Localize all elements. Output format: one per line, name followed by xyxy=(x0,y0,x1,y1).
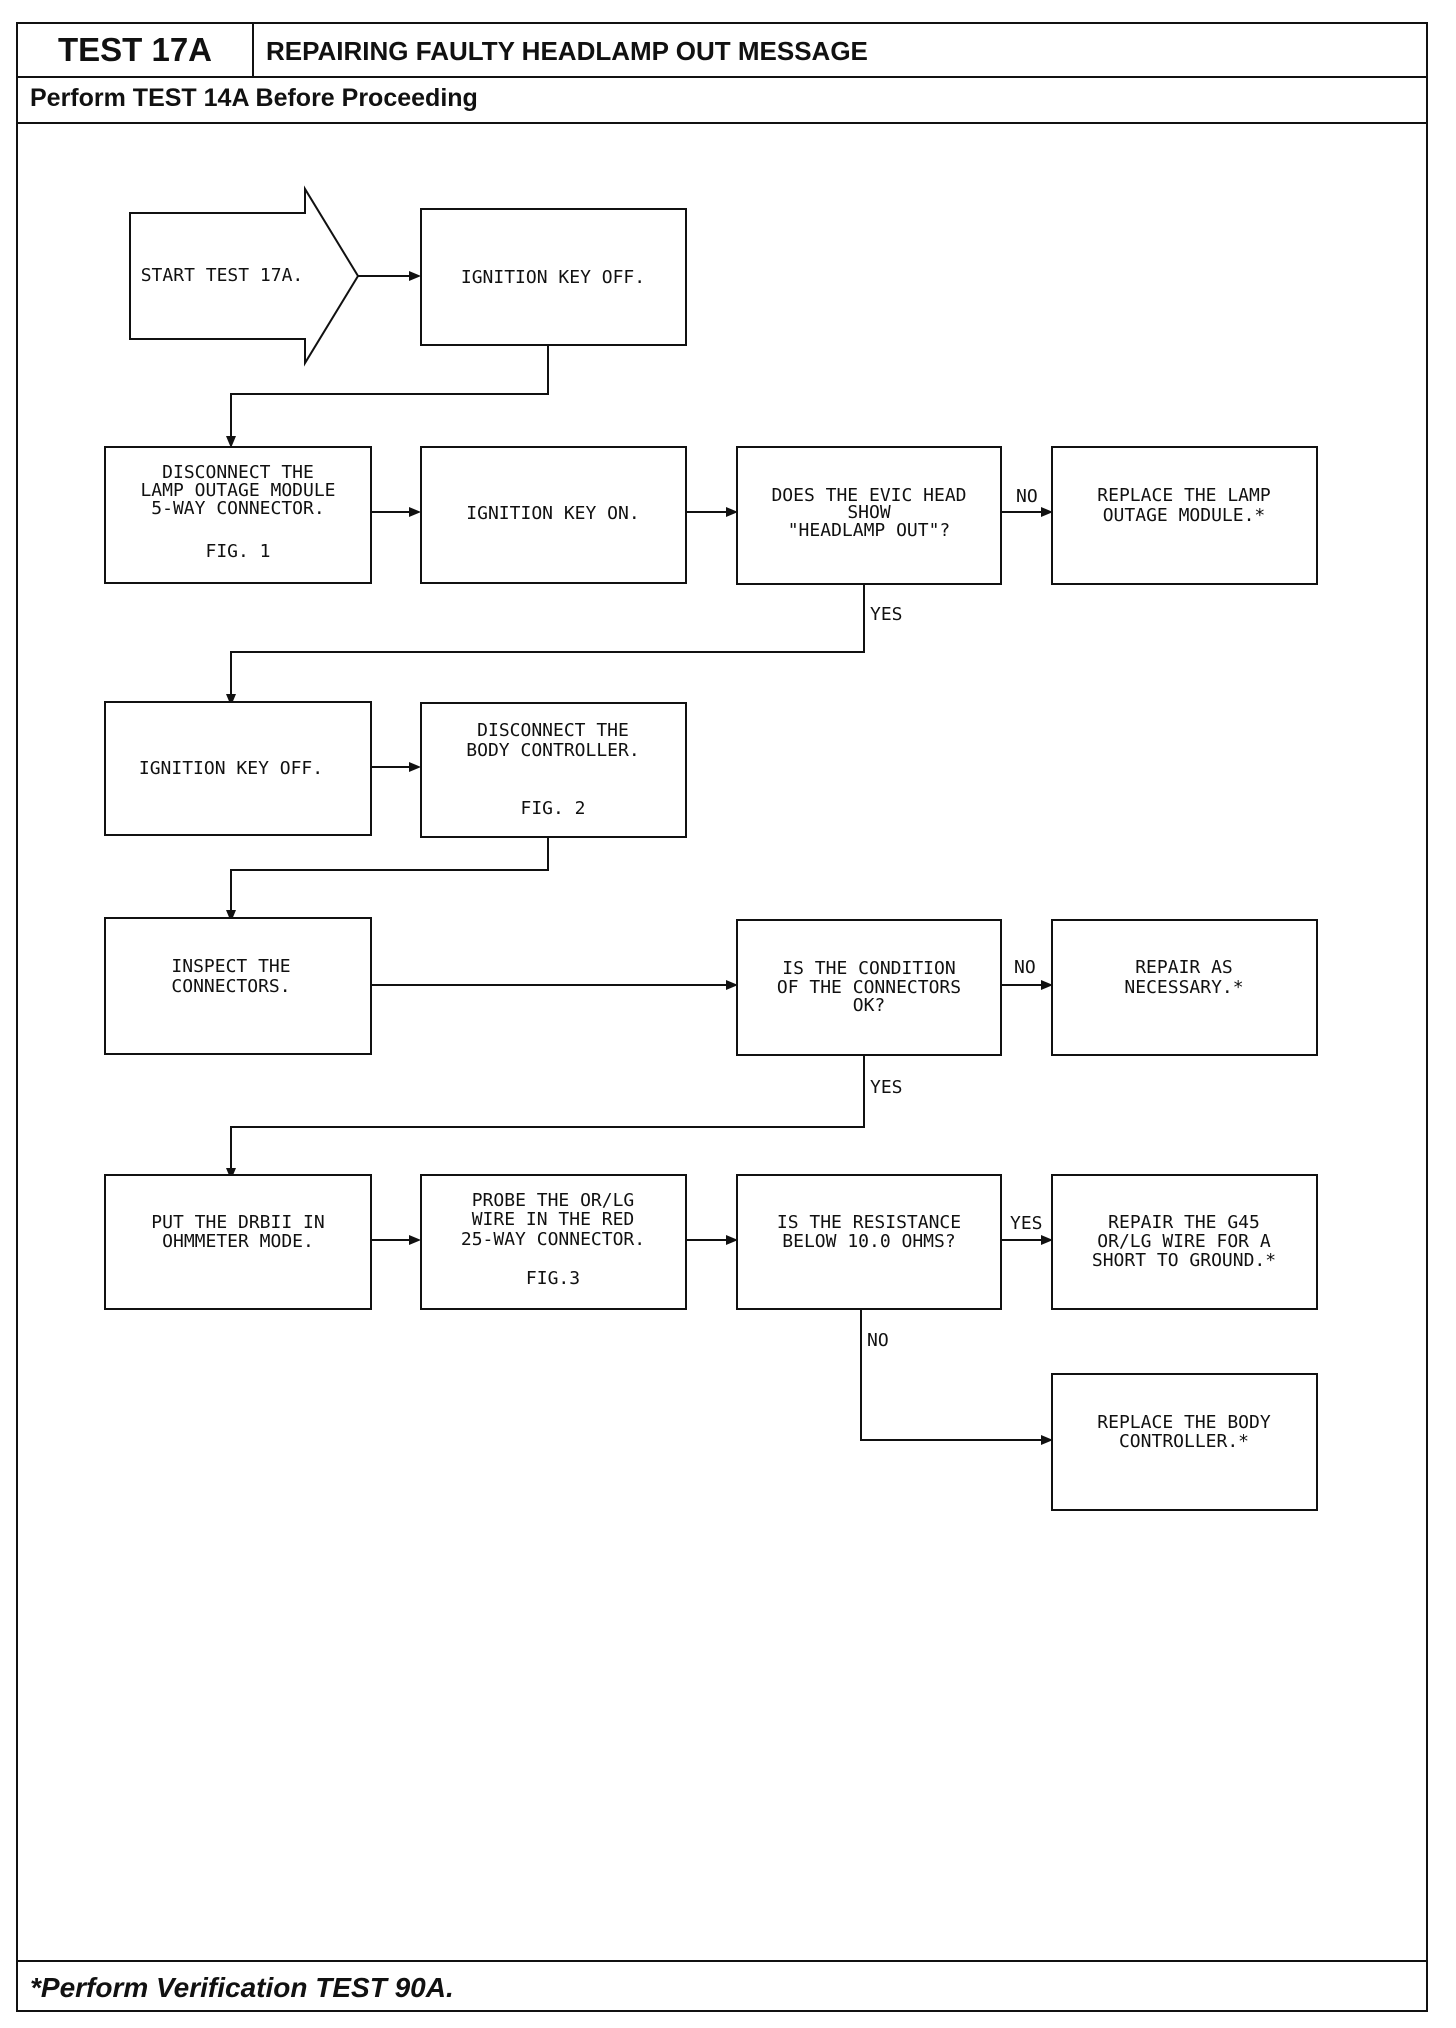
action-replace-body-controller xyxy=(1051,1373,1318,1511)
action-text: REPAIR THE G45 xyxy=(1108,1212,1260,1233)
subtitle-divider xyxy=(18,122,1426,124)
action-text: SHORT TO GROUND.* xyxy=(1092,1250,1276,1271)
decision-connector-condition xyxy=(736,919,1002,1056)
decision-text: IS THE CONDITION xyxy=(782,958,955,979)
step-text: IGNITION KEY OFF. xyxy=(461,267,645,288)
step-text: BODY CONTROLLER. xyxy=(466,740,639,761)
step-text: 5-WAY CONNECTOR. xyxy=(151,498,324,519)
verification-note: *Perform Verification TEST 90A. xyxy=(30,1972,454,2003)
arrowheads xyxy=(226,271,1053,1445)
step-text: INSPECT THE xyxy=(171,956,290,977)
yes-label: YES xyxy=(870,1077,903,1098)
decision-text: OF THE CONNECTORS xyxy=(777,977,961,998)
figure-ref: FIG.3 xyxy=(526,1268,580,1289)
decision-text: OK? xyxy=(853,995,886,1016)
step-text: DISCONNECT THE xyxy=(162,462,314,483)
yes-label: YES xyxy=(1010,1213,1043,1234)
connector-lines xyxy=(230,275,1045,1441)
step-disconnect-body-controller xyxy=(420,702,687,838)
yes-label: YES xyxy=(870,604,903,625)
step-ignition-key-on xyxy=(420,446,687,584)
step-text: PUT THE DRBII IN xyxy=(151,1212,324,1233)
step-text: WIRE IN THE RED xyxy=(472,1209,635,1230)
action-repair-g45-wire xyxy=(1051,1174,1318,1310)
action-text: CONTROLLER.* xyxy=(1119,1431,1249,1452)
action-repair-as-necessary xyxy=(1051,919,1318,1056)
action-text: OUTAGE MODULE.* xyxy=(1103,505,1266,526)
action-text: OR/LG WIRE FOR A xyxy=(1097,1231,1271,1252)
action-text: REPLACE THE LAMP xyxy=(1097,485,1271,506)
step-drbii-ohmmeter-mode xyxy=(104,1174,372,1310)
action-text: REPAIR AS xyxy=(1135,957,1233,978)
start-text: START TEST 17A. xyxy=(141,265,304,286)
step-inspect-connectors xyxy=(104,917,372,1055)
step-text: IGNITION KEY OFF. xyxy=(139,758,323,779)
action-text: REPLACE THE BODY xyxy=(1097,1412,1271,1433)
decision-resistance-below-10-ohms xyxy=(736,1174,1002,1310)
prerequisite-note: Perform TEST 14A Before Proceeding xyxy=(30,84,478,112)
step-text: 25-WAY CONNECTOR. xyxy=(461,1229,645,1250)
decision-text: DOES THE EVIC HEAD xyxy=(771,485,966,506)
decision-text: "HEADLAMP OUT"? xyxy=(788,520,951,541)
step-text: OHMMETER MODE. xyxy=(162,1231,314,1252)
figure-ref: FIG. 2 xyxy=(520,798,585,819)
start-arrow-shape xyxy=(129,185,360,367)
no-label: NO xyxy=(1014,957,1036,978)
step-disconnect-lamp-outage-module xyxy=(104,446,372,584)
no-label: NO xyxy=(1016,486,1038,507)
step-text: CONNECTORS. xyxy=(171,976,290,997)
step-text: IGNITION KEY ON. xyxy=(466,503,639,524)
test-id: TEST 17A xyxy=(18,24,254,76)
decision-text: SHOW xyxy=(847,502,891,523)
header-divider xyxy=(18,76,1426,78)
footer-divider xyxy=(18,1960,1426,1962)
decision-text: IS THE RESISTANCE xyxy=(777,1212,961,1233)
action-replace-lamp-outage-module xyxy=(1051,446,1318,585)
decision-evic-headlamp-out xyxy=(736,446,1002,585)
page-title: REPAIRING FAULTY HEADLAMP OUT MESSAGE xyxy=(266,36,868,66)
step-ignition-key-off-1 xyxy=(420,208,687,346)
step-probe-or-lg-wire xyxy=(420,1174,687,1310)
page-frame xyxy=(16,22,1428,2012)
step-text: PROBE THE OR/LG xyxy=(472,1190,635,1211)
decision-text: BELOW 10.0 OHMS? xyxy=(782,1231,955,1252)
step-text: DISCONNECT THE xyxy=(477,720,629,741)
step-text: LAMP OUTAGE MODULE xyxy=(140,480,335,501)
step-ignition-key-off-2 xyxy=(104,701,372,836)
figure-ref: FIG. 1 xyxy=(205,541,270,562)
action-text: NECESSARY.* xyxy=(1124,977,1243,998)
no-label: NO xyxy=(867,1330,889,1351)
